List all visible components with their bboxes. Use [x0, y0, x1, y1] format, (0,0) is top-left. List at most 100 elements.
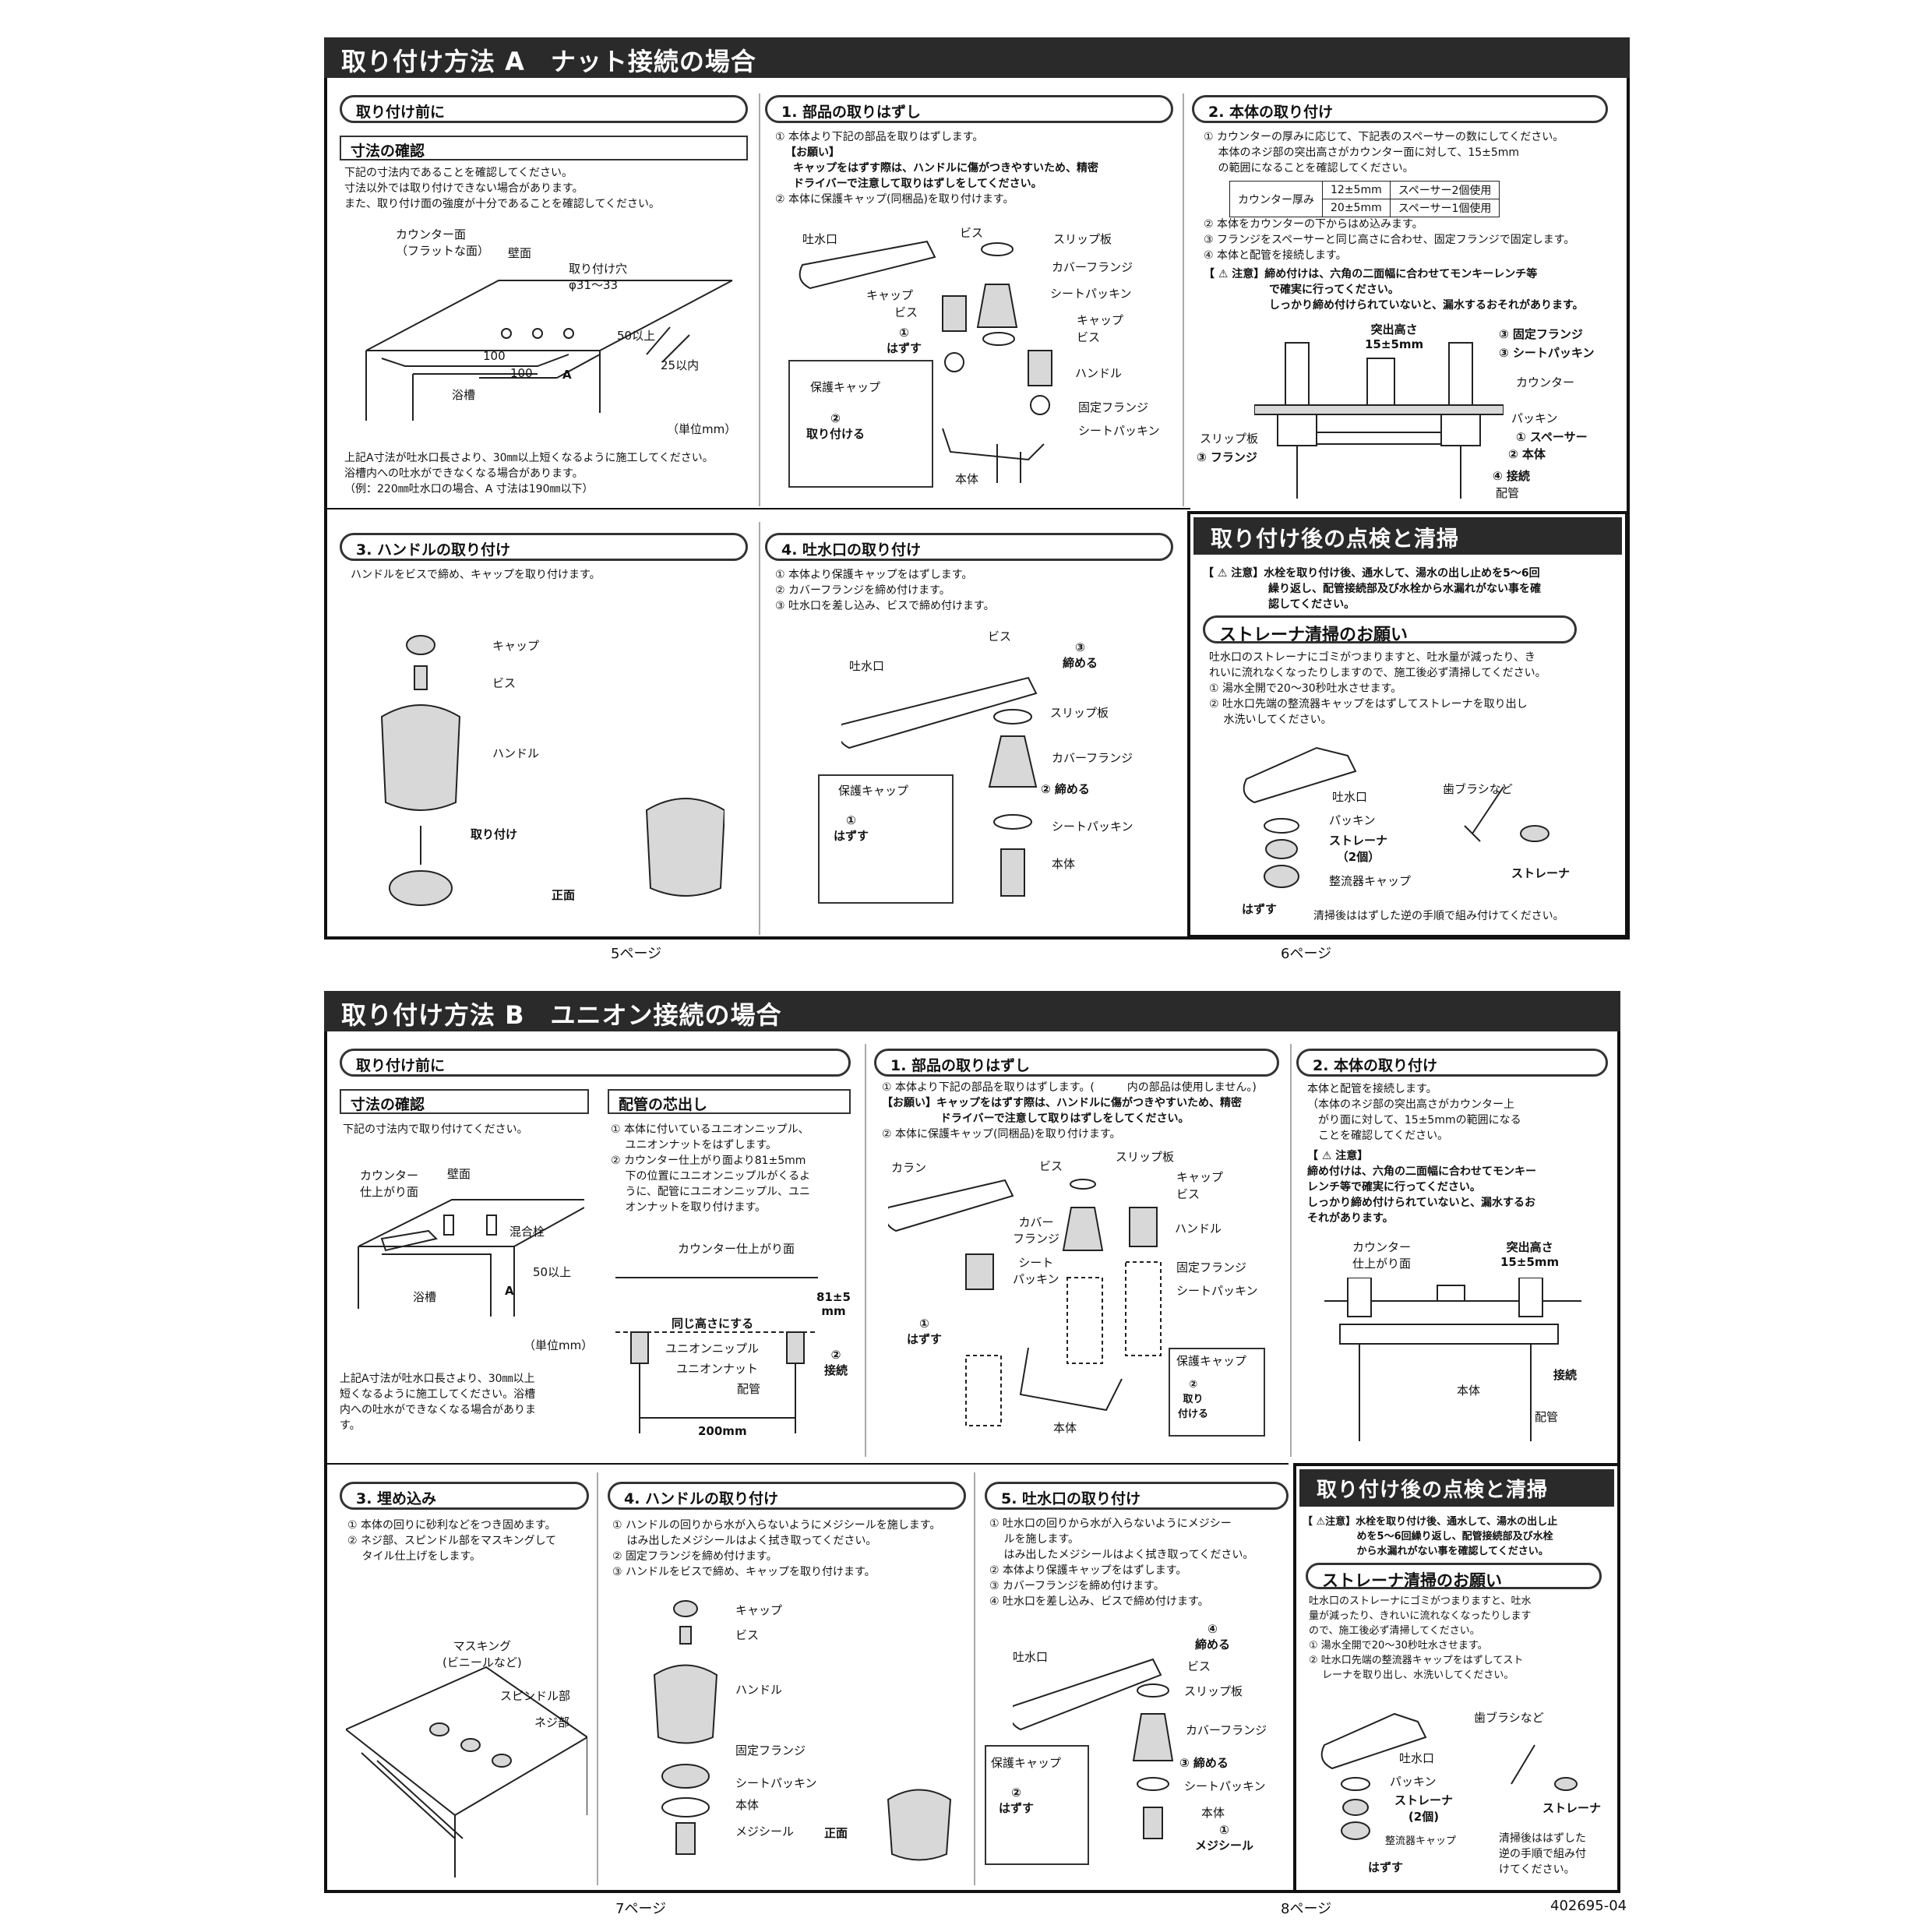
step1-text1: ① 本体より下記の部品を取りはずします。( 内の部品は使用しません。)	[882, 1081, 1257, 1094]
divider	[865, 1044, 866, 1457]
step2-warning: 【 ⚠ 注意】 締め付けは、六角の二面幅に合わせてモンキー レンチ等で確実に行っ…	[1307, 1150, 1536, 1225]
step4-text: ① 本体より保護キャップをはずします。 ② カバーフランジを締め付けます。 ③ …	[775, 569, 995, 612]
pipe-label: 配管	[737, 1382, 761, 1396]
dim-check-title: 寸法の確認	[340, 136, 748, 160]
thread-label: ネジ部	[534, 1715, 570, 1729]
table-cell: 12±5mm	[1322, 181, 1391, 199]
step2-text1: ① カウンターの厚みに応じて、下記表のスペーサーの数にしてください。 本体のネジ…	[1204, 131, 1564, 175]
slip-plate-label: スリップ板	[1200, 432, 1259, 446]
section-b-frame	[324, 1031, 1620, 1893]
protect-cap-box	[818, 774, 954, 904]
cap-label: キャップ	[1077, 313, 1124, 327]
body-label: 本体	[1053, 1421, 1077, 1435]
table-cell: スペーサー2個使用	[1389, 181, 1500, 199]
divider	[326, 1463, 1289, 1465]
mixer-label: 混合栓	[509, 1225, 545, 1239]
body-label: 本体	[735, 1798, 760, 1812]
counter-dimension-diagram	[358, 1199, 584, 1317]
step2-text: 本体と配管を接続します。 （本体のネジ部の突出高さがカウンター上 がり面に対して…	[1307, 1083, 1521, 1142]
table-cell: カウンター厚み	[1229, 181, 1323, 217]
inspect-warning: 【 ⚠ 注意】水栓を取り付け後、通水して、湯水の出し止めを5～6回 繰り返し、配…	[1203, 567, 1541, 611]
fixed-flange-label: 固定フランジ	[1176, 1260, 1247, 1274]
cap-label: キャップ	[1176, 1170, 1224, 1184]
step1-note: キャップをはずす際は、ハンドルに傷がつきやすいため、精密 ドライバーで注意して取…	[793, 162, 1098, 190]
body-label: 本体	[1201, 1806, 1225, 1820]
pill-before-install: 取り付け前に	[340, 95, 748, 123]
document-code: 402695-04	[1550, 1898, 1627, 1914]
tub-label: 浴槽	[452, 388, 476, 402]
pipe-label: 配管	[1535, 1410, 1559, 1424]
cap-label: キャップ	[735, 1603, 783, 1617]
same-height-label: 同じ高さにする	[672, 1317, 754, 1331]
pill-step2-install: 2. 本体の取り付け	[1192, 95, 1608, 123]
toothbrush-label: 歯ブラシなど	[1474, 1711, 1544, 1725]
toothbrush-label: 歯ブラシなど	[1443, 782, 1513, 796]
step4-spout-diagram	[841, 676, 1038, 897]
wall-label: 壁面	[447, 1167, 471, 1181]
tighten-label: ③ 締める	[1179, 1756, 1229, 1770]
faucet-label: カラン	[891, 1161, 927, 1175]
inspect-title: 取り付け後の点検と清掃	[1299, 1469, 1614, 1507]
remove-label: ① はずす	[834, 813, 869, 843]
front-label: 正面	[824, 1826, 848, 1840]
packing-label: パッキン	[1329, 813, 1376, 827]
dim-100-b: 100	[510, 366, 533, 380]
divider	[974, 1472, 975, 1885]
pill-before-install: 取り付け前に	[340, 1049, 851, 1077]
step1-parts-diagram	[888, 1179, 1162, 1426]
remove-label: ② はずす	[999, 1786, 1035, 1815]
strainer-pill: ストレーナ清掃のお願い	[1306, 1563, 1602, 1589]
protect-cap-label: 保護キャップ	[991, 1756, 1062, 1770]
pill-step3-handle: 3. ハンドルの取り付け	[340, 533, 748, 561]
pill-step4-handle: 4. ハンドルの取り付け	[608, 1482, 966, 1510]
inspect-box	[1293, 1463, 1620, 1893]
masking-label: マスキング (ビニールなど)	[442, 1639, 522, 1669]
spout-label: 吐水口	[1399, 1751, 1435, 1765]
fixed-flange-label: 固定フランジ	[1078, 400, 1149, 414]
divider	[326, 508, 1190, 509]
screw-label: ビス	[1187, 1659, 1211, 1673]
dim-note: 上記A寸法が吐水口長さより、30㎜以上 短くなるように施工してください。浴槽 内…	[340, 1373, 536, 1432]
spacer-label: ① スペーサー	[1516, 430, 1588, 444]
protect-cap-box	[1169, 1348, 1265, 1437]
step1-note-label: 【お願い】	[785, 146, 840, 159]
protect-cap-box	[985, 1745, 1089, 1865]
inspect-title: 取り付け後の点検と清掃	[1193, 517, 1622, 555]
fixed-flange-label: ③ 固定フランジ	[1499, 327, 1583, 341]
step3-text: ハンドルをビスで締め、キャップを取り付けます。	[351, 569, 601, 581]
aerator-cap-label: 整流器キャップ	[1329, 874, 1412, 888]
strainer-diagram	[1243, 746, 1549, 888]
spout-label: 吐水口	[1013, 1650, 1049, 1664]
connect-label: 接続	[1553, 1368, 1578, 1382]
spindle-label: スピンドル部	[500, 1689, 571, 1703]
union-nipple-label: ユニオンニップル	[665, 1341, 760, 1356]
strainer-label: ストレーナ （2個）	[1329, 834, 1388, 864]
screw-label: ビス	[1077, 330, 1101, 344]
step5-spout-diagram	[1013, 1658, 1174, 1839]
seat-packing-label: ③ シートパッキン	[1499, 346, 1595, 360]
seat-packing-label: シートパッキン	[1078, 424, 1160, 438]
step2-body-diagram	[1324, 1278, 1581, 1441]
step1-parts-diagram	[799, 240, 1052, 483]
step2-warning: 【 ⚠ 注意】締め付けは、六角の二面幅に合わせてモンキーレンチ等 で確実に行って…	[1204, 268, 1584, 312]
pill-step1-remove: 1. 部品の取りはずし	[874, 1049, 1279, 1077]
handle-label: ハンドル	[1175, 1222, 1222, 1236]
remove-label: はずす	[1242, 902, 1278, 916]
dim-check-text: 下記の寸法内であることを確認してください。 寸法以外では取り付けできない場合があ…	[344, 167, 661, 210]
step3-handle-diagram	[380, 635, 724, 906]
tighten-label: ② 締める	[1041, 782, 1090, 796]
spout-label: 吐水口	[1332, 790, 1368, 804]
counter-surface-label: カウンター仕上がり面	[678, 1242, 795, 1256]
seat-packing-label: シートパッキン	[735, 1776, 817, 1790]
sealant-label: ① メジシール	[1195, 1823, 1254, 1853]
step2-text2: ② 本体をカウンターの下からはめ込みます。 ③ フランジをスペーサーと同じ高さに…	[1204, 218, 1575, 262]
seat-packing-label: シート パッキン	[1013, 1256, 1059, 1286]
attach-label: ② 取り付ける	[806, 411, 866, 441]
flange-label: ③ フランジ	[1197, 450, 1257, 464]
connect-label: ④ 接続	[1493, 469, 1530, 483]
dim-check-title: 寸法の確認	[340, 1089, 589, 1114]
cap-label: キャップ	[866, 288, 914, 302]
spout-label: 吐水口	[849, 659, 885, 673]
packing-label: パッキン	[1511, 411, 1558, 425]
connect-label: ② 接続	[824, 1348, 848, 1377]
